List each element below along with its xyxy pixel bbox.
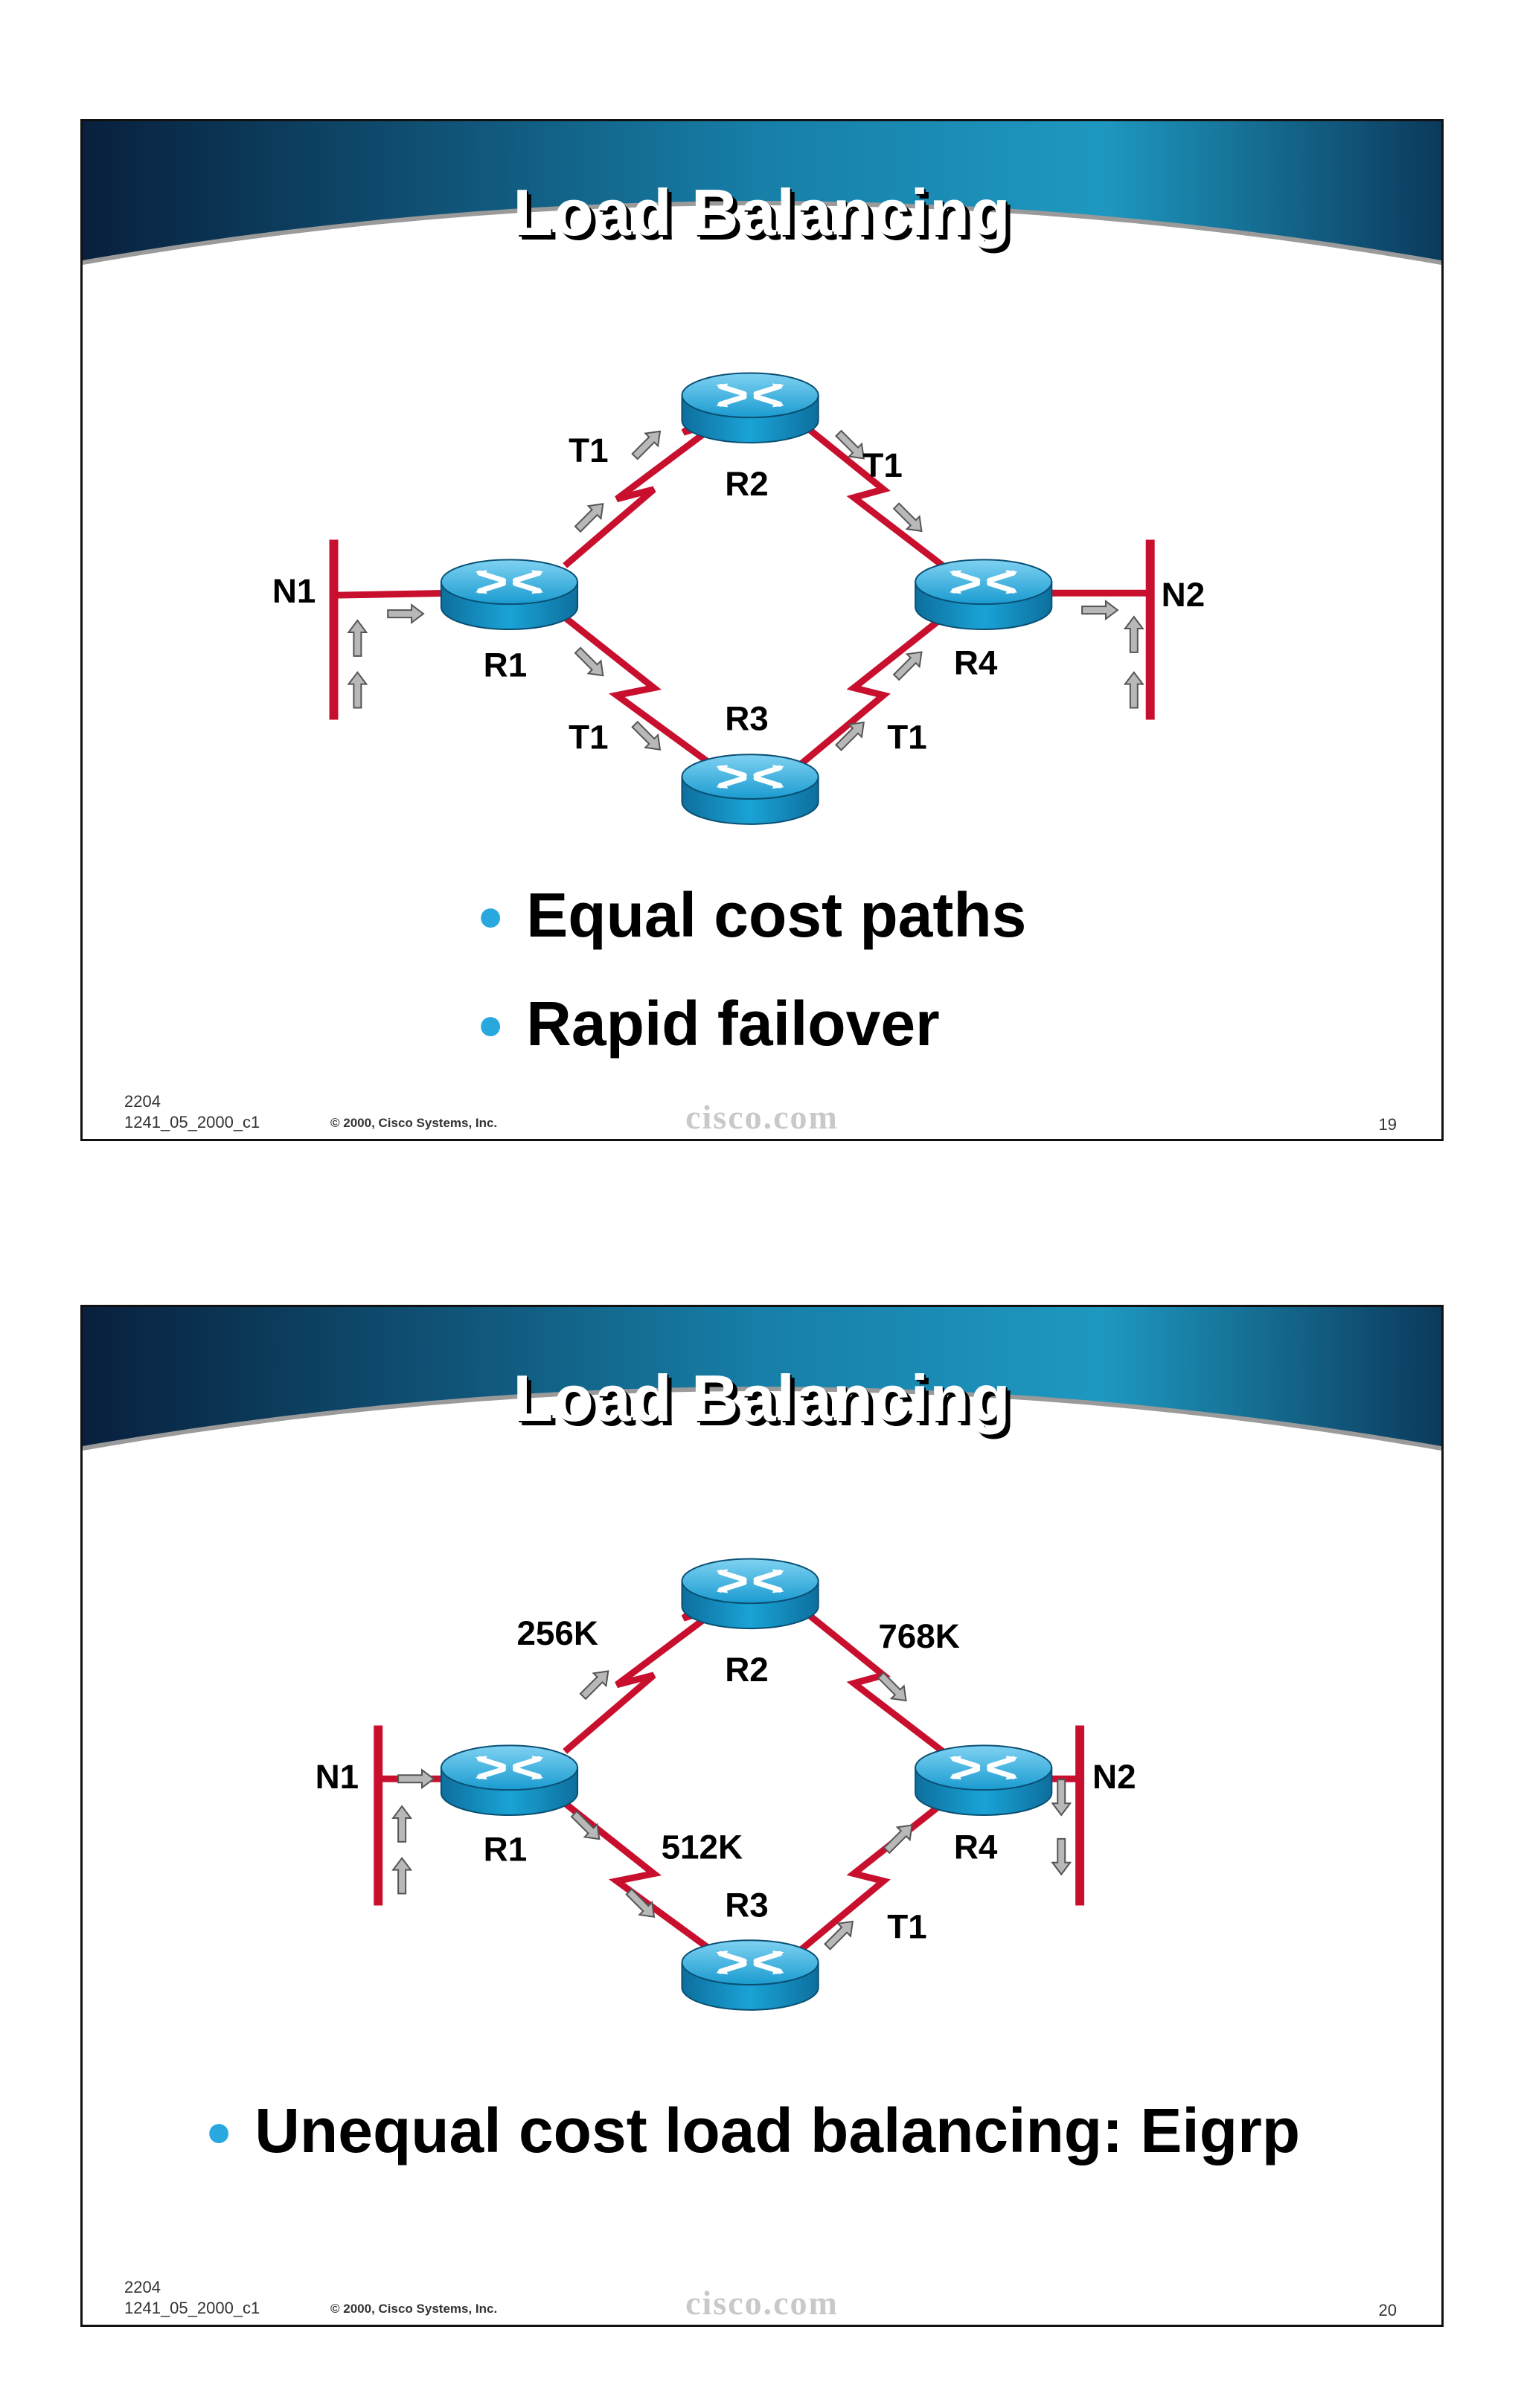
label-link-r3-r4: T1	[887, 1907, 926, 1945]
bullet-icon: ●	[477, 890, 505, 940]
traffic-arrow-icon	[627, 424, 667, 464]
label-r4: R4	[954, 1829, 998, 1866]
label-r2: R2	[725, 1651, 769, 1689]
traffic-arrow-icon	[1124, 616, 1144, 653]
bullet-text: Equal cost paths	[526, 880, 1027, 950]
slide-title: Load Balancing	[513, 1361, 1011, 1435]
label-link-r3-r4: T1	[887, 718, 926, 756]
link-r1-r3	[563, 614, 715, 768]
traffic-arrow-icon	[1051, 1837, 1072, 1875]
footer-code-line2: 1241_05_2000_c1	[124, 2299, 260, 2317]
traffic-arrow-icon	[392, 1857, 412, 1895]
router-r3-icon	[682, 1940, 818, 2010]
router-r2-icon	[682, 1559, 818, 1629]
traffic-arrow-icon	[348, 620, 368, 657]
label-r1: R1	[484, 646, 528, 684]
label-r4: R4	[954, 644, 998, 682]
network-diagram: N1 N2 R1 R2 R3 R4 256K 768K 512K T1	[316, 1307, 1136, 2325]
label-link-r2-r4: T1	[862, 446, 902, 484]
footer-code: 2204 1241_05_2000_c1	[124, 2277, 260, 2319]
label-r2: R2	[725, 465, 769, 503]
label-n1: N1	[272, 572, 316, 610]
traffic-arrow-icon	[387, 604, 424, 624]
footer-copyright: © 2000, Cisco Systems, Inc.	[330, 1116, 498, 1130]
traffic-arrow-icon	[1051, 1779, 1072, 1817]
footer-code: 2204 1241_05_2000_c1	[124, 1091, 260, 1133]
router-r2-icon	[682, 373, 818, 443]
bullet-item: ●Equal cost paths	[477, 884, 1026, 946]
footer-brand-logo: cisco.com	[685, 1098, 839, 1136]
router-r1-icon	[441, 559, 577, 629]
bullet-icon: ●	[477, 999, 505, 1049]
link-n1-r1	[333, 589, 454, 599]
label-n2: N2	[1092, 1758, 1136, 1796]
label-n1: N1	[316, 1758, 359, 1796]
title-banner	[83, 1307, 1441, 1451]
bullet-list: ● Unequal cost load balancing: Eigrp	[205, 2099, 1300, 2208]
network-diagram: N1 N2 R1 R2 R3 R4 T1 T1 T1 T1	[272, 121, 1206, 1139]
link-r3-r4	[796, 614, 945, 768]
label-r1: R1	[484, 1831, 528, 1869]
label-n2: N2	[1162, 576, 1206, 614]
traffic-arrow-icon	[576, 1664, 615, 1704]
footer-brand-logo: cisco.com	[685, 2284, 839, 2322]
label-link-r1-r3: T1	[569, 718, 608, 756]
traffic-arrow-icon	[1124, 671, 1144, 709]
bullet-item: ● Unequal cost load balancing: Eigrp	[205, 2099, 1300, 2162]
traffic-arrow-icon	[1081, 600, 1118, 620]
link-r2-r4	[796, 418, 945, 568]
bullet-text: Unequal cost load balancing: Eigrp	[254, 2096, 1301, 2165]
router-r4-icon	[915, 1745, 1051, 1815]
title-banner	[83, 121, 1441, 265]
router-r3-icon	[682, 754, 818, 824]
footer-code-line1: 2204	[124, 2278, 161, 2296]
router-r1-icon	[441, 1745, 577, 1815]
label-link-r1-r3: 512K	[662, 1829, 743, 1866]
bullet-icon: ●	[205, 2106, 233, 2156]
bullet-item: ●Rapid failover	[477, 992, 1026, 1055]
bullet-list: ●Equal cost paths ●Rapid failover	[477, 884, 1026, 1101]
footer-copyright: © 2000, Cisco Systems, Inc.	[330, 2302, 498, 2316]
slide-2: Load Balancing N1 N2 R1 R2 R3 R4 256K 76…	[80, 1305, 1444, 2327]
label-r3: R3	[725, 1886, 769, 1924]
traffic-arrow-icon	[348, 671, 368, 709]
traffic-arrow-icon	[392, 1805, 412, 1843]
label-r3: R3	[725, 699, 769, 737]
label-link-r1-r2: T1	[569, 431, 608, 469]
link-r1-r3	[563, 1800, 715, 1954]
footer-code-line2: 1241_05_2000_c1	[124, 1113, 260, 1131]
router-r4-icon	[915, 559, 1051, 629]
label-link-r1-r2: 256K	[516, 1614, 598, 1652]
slide-1: Load Balancing N1 N2 R1 R	[80, 119, 1444, 1141]
slide-title: Load Balancing	[513, 176, 1011, 249]
label-link-r2-r4: 768K	[878, 1617, 959, 1655]
footer-page-number: 20	[1378, 2301, 1397, 2319]
bullet-text: Rapid failover	[526, 989, 940, 1059]
traffic-arrow-icon	[397, 1769, 435, 1789]
footer-page-number: 19	[1378, 1115, 1397, 1134]
link-r2-r4	[796, 1604, 945, 1754]
footer-code-line1: 2204	[124, 1092, 161, 1111]
